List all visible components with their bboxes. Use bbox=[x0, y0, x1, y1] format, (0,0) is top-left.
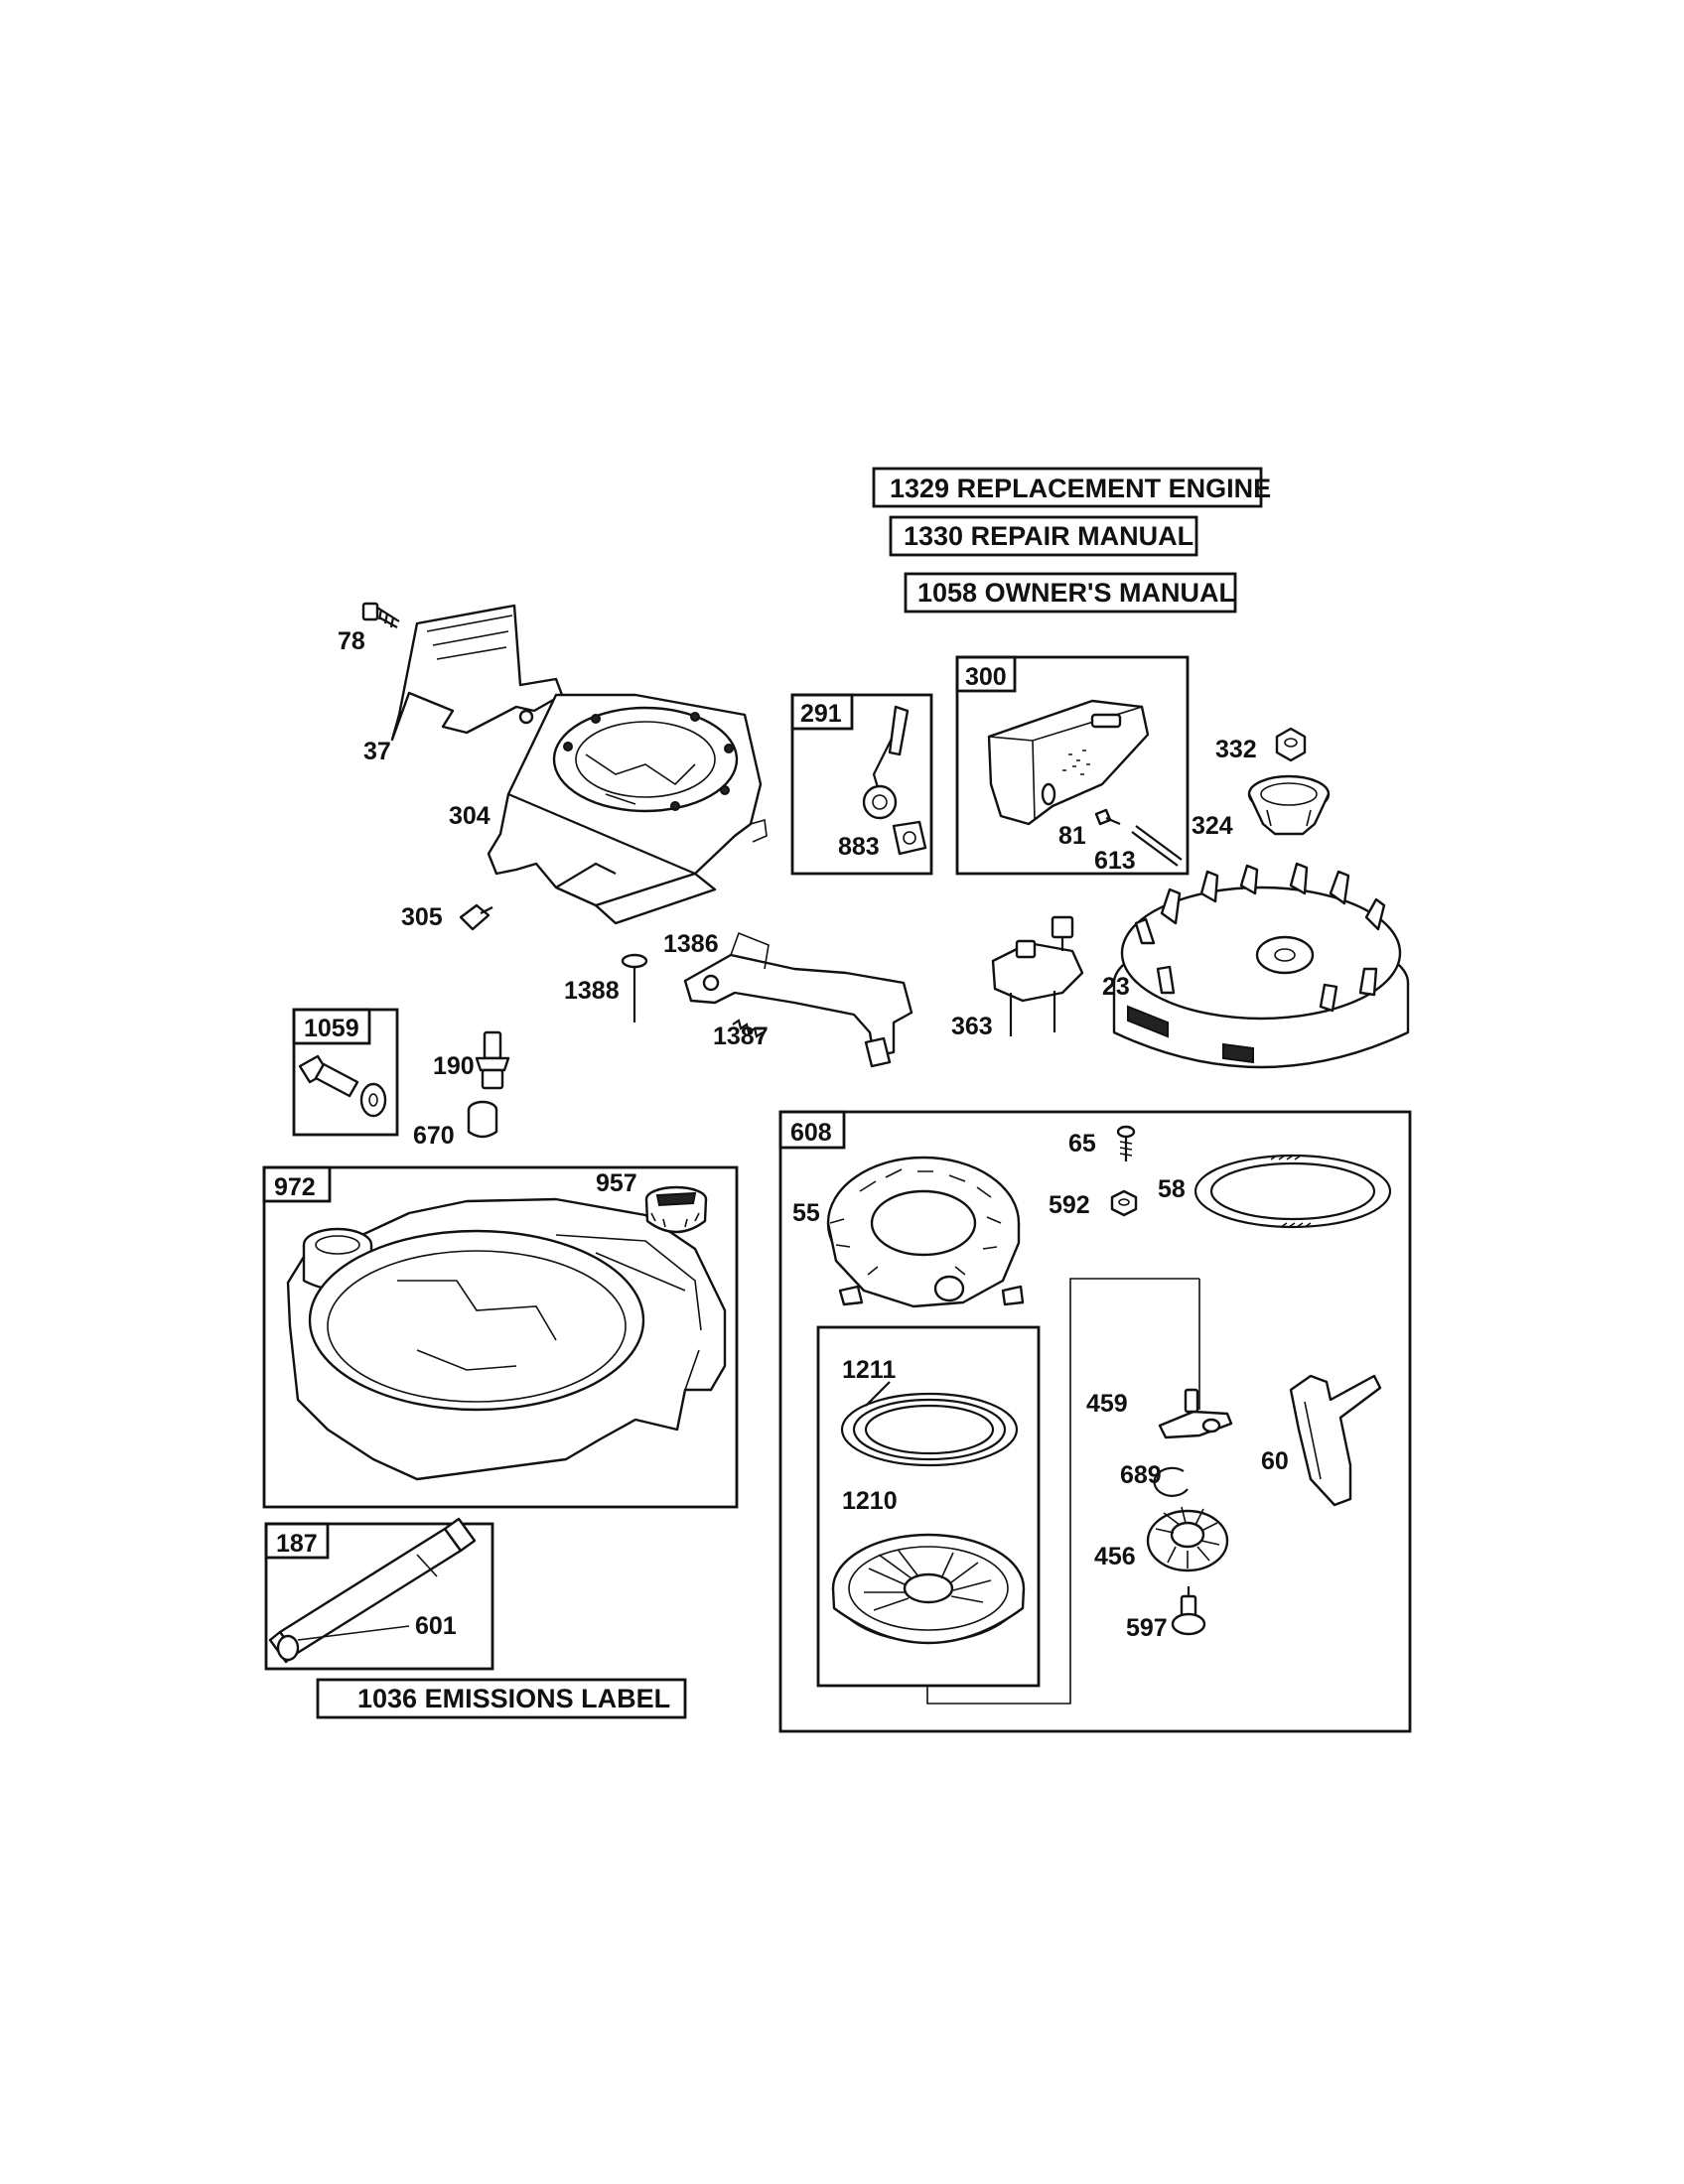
part-label-55: 55 bbox=[792, 1199, 820, 1227]
recoil-spring-1211 bbox=[840, 1381, 1019, 1467]
kit-300-box: 300 bbox=[955, 655, 1190, 876]
repair-manual-label: 1330 REPAIR MANUAL bbox=[904, 521, 1193, 551]
replacement-engine-label: 1329 REPLACEMENT ENGINE bbox=[890, 474, 1271, 503]
starter-handle-60 bbox=[1289, 1374, 1382, 1507]
part-label-332: 332 bbox=[1215, 736, 1257, 763]
kit-label-972: 972 bbox=[274, 1173, 316, 1201]
emissions-label-text: 1036 EMISSIONS LABEL bbox=[357, 1684, 670, 1713]
part-label-1388: 1388 bbox=[564, 977, 620, 1005]
replacement-engine-box: 1329 REPLACEMENT ENGINE bbox=[872, 467, 1271, 508]
part-label-601: 601 bbox=[415, 1612, 457, 1640]
spring-pulley-subkit-box bbox=[816, 1325, 1041, 1688]
part-label-456: 456 bbox=[1094, 1543, 1136, 1570]
kit-187-box: 187 bbox=[264, 1517, 494, 1671]
part-label-597: 597 bbox=[1126, 1614, 1168, 1642]
kit-291-box: 291 bbox=[790, 693, 933, 876]
owners-manual-label: 1058 OWNER'S MANUAL bbox=[917, 578, 1235, 608]
kit-label-300: 300 bbox=[965, 663, 1007, 691]
air-guide-37 bbox=[390, 604, 564, 742]
pulley-1210 bbox=[831, 1533, 1026, 1645]
kit-label-608: 608 bbox=[790, 1119, 832, 1147]
emissions-label-box: 1036 EMISSIONS LABEL bbox=[316, 1678, 687, 1719]
part-label-190: 190 bbox=[433, 1052, 475, 1080]
part-label-459: 459 bbox=[1086, 1390, 1128, 1418]
part-label-1387: 1387 bbox=[713, 1023, 769, 1050]
part-label-1210: 1210 bbox=[842, 1487, 898, 1515]
screw-597 bbox=[1171, 1586, 1206, 1636]
kit-608-box: 608 bbox=[778, 1110, 1412, 1733]
part-label-60: 60 bbox=[1261, 1447, 1289, 1475]
part-label-1386: 1386 bbox=[663, 930, 719, 958]
pawl-459 bbox=[1158, 1388, 1233, 1439]
part-label-23: 23 bbox=[1102, 973, 1130, 1001]
armature-363 bbox=[991, 915, 1084, 1036]
subkit-bracket-lines bbox=[926, 1278, 1200, 1705]
starter-rope-58 bbox=[1193, 1154, 1392, 1229]
retainer-689 bbox=[1153, 1466, 1189, 1497]
part-label-957: 957 bbox=[596, 1169, 637, 1197]
spacer-670 bbox=[467, 1100, 498, 1139]
repair-manual-box: 1330 REPAIR MANUAL bbox=[889, 515, 1198, 557]
kit-label-1059: 1059 bbox=[304, 1015, 359, 1042]
part-label-689: 689 bbox=[1120, 1461, 1162, 1489]
screw-305 bbox=[459, 903, 493, 931]
part-label-305: 305 bbox=[401, 903, 443, 931]
ratchet-456 bbox=[1146, 1506, 1229, 1572]
nut-592 bbox=[1110, 1189, 1138, 1217]
part-label-670: 670 bbox=[413, 1122, 455, 1150]
screw-78 bbox=[361, 602, 400, 628]
part-label-324: 324 bbox=[1192, 812, 1233, 840]
starter-cup-324 bbox=[1247, 774, 1331, 836]
part-label-58: 58 bbox=[1158, 1175, 1186, 1203]
starter-housing-55 bbox=[826, 1156, 1025, 1308]
kit-label-187: 187 bbox=[276, 1530, 318, 1558]
flywheel-23 bbox=[1112, 862, 1410, 1069]
spring-1387 bbox=[732, 1019, 764, 1038]
part-label-883: 883 bbox=[838, 833, 880, 861]
kit-972-box: 972 bbox=[262, 1165, 739, 1509]
bolt-190 bbox=[475, 1030, 510, 1090]
nut-332 bbox=[1275, 727, 1307, 762]
owners-manual-box: 1058 OWNER'S MANUAL bbox=[904, 572, 1237, 614]
kit-label-291: 291 bbox=[800, 700, 842, 728]
part-label-1211: 1211 bbox=[842, 1356, 896, 1384]
part-label-37: 37 bbox=[363, 738, 391, 765]
screw-1388 bbox=[621, 953, 648, 1023]
blower-housing-304 bbox=[487, 693, 768, 925]
kit-1059-box: 1059 bbox=[292, 1008, 399, 1137]
part-label-592: 592 bbox=[1049, 1191, 1090, 1219]
fuel-cap-957 bbox=[644, 1185, 708, 1234]
part-label-613: 613 bbox=[1094, 847, 1136, 875]
screw-65 bbox=[1116, 1125, 1136, 1161]
brake-bracket-1386 bbox=[683, 931, 913, 1068]
part-label-304: 304 bbox=[449, 802, 491, 830]
part-label-65: 65 bbox=[1068, 1130, 1096, 1158]
part-label-78: 78 bbox=[338, 627, 365, 655]
part-label-81: 81 bbox=[1058, 822, 1086, 850]
part-label-363: 363 bbox=[951, 1013, 993, 1040]
